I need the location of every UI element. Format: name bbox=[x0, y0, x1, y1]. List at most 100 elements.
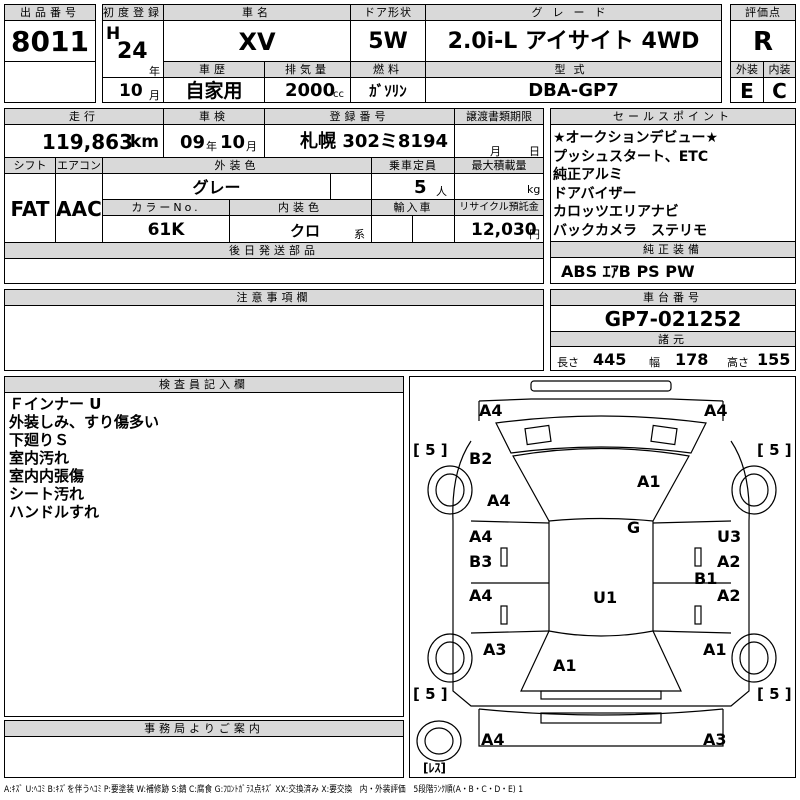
grade: 2.0i-L アイサイト 4WD bbox=[425, 20, 722, 62]
recycle-label: リサイクル預託金 bbox=[454, 199, 544, 216]
recycle-fee: 12,030 bbox=[471, 220, 537, 240]
model-code: DBA-GP7 bbox=[425, 77, 722, 103]
reg-no: 札幌 302ミ8194 bbox=[264, 124, 455, 158]
int-color: クロ bbox=[290, 222, 321, 240]
inspector-note-line: ハンドルすれ bbox=[9, 503, 100, 521]
damage-mark: A1 bbox=[553, 656, 577, 675]
import-left bbox=[371, 215, 413, 243]
chassis-number: GP7-021252 bbox=[550, 305, 796, 332]
notes-label: 注意事項欄 bbox=[4, 289, 544, 306]
mileage-label: 走行 bbox=[4, 108, 164, 125]
damage-mark: B3 bbox=[469, 552, 492, 571]
inspector-note-line: 室内内張傷 bbox=[9, 467, 85, 485]
year-unit: 年 bbox=[149, 65, 160, 78]
sales-point-item: ドアバイザー bbox=[553, 185, 637, 202]
interior-grade: C bbox=[763, 77, 796, 103]
damage-mark: A4 bbox=[487, 491, 511, 510]
inspector-label: 検査員記入欄 bbox=[4, 376, 404, 393]
history: 自家用 bbox=[163, 77, 265, 103]
capacity-unit: 人 bbox=[436, 185, 447, 198]
int-color-unit: 系 bbox=[354, 228, 365, 241]
damage-mark: B2 bbox=[469, 449, 492, 468]
exterior-grade: E bbox=[730, 77, 764, 103]
tire-tread-rl: [ 5 ] bbox=[413, 685, 448, 703]
office-label: 事務局よりご案内 bbox=[4, 720, 404, 737]
max-load-box: kg bbox=[454, 173, 544, 200]
score-label: 評価点 bbox=[730, 4, 796, 21]
max-load-label: 最大積載量 bbox=[454, 157, 544, 174]
damage-mark: G bbox=[627, 518, 640, 537]
int-color-label: 内装色 bbox=[229, 199, 372, 216]
inspector-note-line: Ｆインナー U bbox=[9, 395, 102, 413]
width-label: 幅 bbox=[649, 356, 660, 369]
ext-color-label: 外装色 bbox=[102, 157, 372, 174]
damage-mark: A3 bbox=[483, 640, 507, 659]
inspection-month-unit: 月 bbox=[246, 140, 257, 153]
car-name: XV bbox=[163, 20, 351, 62]
inspector-note-line: 下廻りＳ bbox=[9, 431, 70, 449]
damage-mark: U1 bbox=[593, 588, 617, 607]
lot-label: 出品番号 bbox=[4, 4, 96, 21]
damage-mark: A4 bbox=[481, 730, 505, 749]
model-label: 型式 bbox=[425, 61, 722, 78]
sales-points-label: セールスポイント bbox=[550, 108, 796, 125]
sales-point-item: 純正アルミ bbox=[553, 167, 623, 183]
era: H bbox=[106, 24, 121, 44]
damage-mark: A4 bbox=[704, 401, 728, 420]
ext-color: グレー bbox=[102, 173, 331, 200]
legend-text: A:ｷｽﾞ U:ﾍｺﾐ B:ｷｽﾞを伴うﾍｺﾐ P:要塗装 W:補修跡 S:錆 … bbox=[4, 785, 524, 795]
inspection-label: 車検 bbox=[163, 108, 265, 125]
first-reg-label: 初度登録 bbox=[102, 4, 164, 21]
lot-number: 8011 bbox=[4, 20, 96, 62]
int-color-box: クロ 系 bbox=[229, 215, 372, 243]
first-reg-box: H 24 年 bbox=[102, 20, 164, 78]
shift: FAT bbox=[4, 173, 56, 243]
tire-tread-rr: [ 5 ] bbox=[757, 685, 792, 703]
capacity-box: 5 人 bbox=[371, 173, 455, 200]
sales-point-item: バックカメラ ステリモ bbox=[553, 222, 707, 239]
spec-label: 諸元 bbox=[550, 331, 796, 347]
inspection-month: 10 bbox=[220, 132, 246, 153]
damage-mark: A4 bbox=[469, 527, 493, 546]
damage-mark: A2 bbox=[717, 552, 741, 571]
capacity-label: 乗車定員 bbox=[371, 157, 455, 174]
first-reg-year: 24 bbox=[117, 39, 148, 64]
first-reg-month: 10 bbox=[119, 81, 143, 101]
max-load-unit: kg bbox=[527, 183, 541, 196]
oem-equipment: ABS ｴｱB PS PW bbox=[550, 257, 796, 284]
sales-points-list: ★オークションデビュー★ プッシュスタート、ETC 純正アルミドアバイザーカロッツエ… bbox=[553, 129, 718, 240]
door-type: 5W bbox=[350, 20, 426, 62]
tire-tread-fl: [ 5 ] bbox=[413, 441, 448, 459]
sales-point-item: ★オークションデビュー★ bbox=[553, 130, 719, 146]
color-no: 61K bbox=[102, 215, 230, 243]
chassis-label: 車台番号 bbox=[550, 289, 796, 306]
inspection-year: 09 bbox=[180, 132, 206, 153]
sales-point-item: プッシュスタート、ETC bbox=[553, 148, 709, 165]
tire-tread-fr: [ 5 ] bbox=[757, 441, 792, 459]
width-value: 178 bbox=[675, 350, 709, 369]
damage-mark: A1 bbox=[637, 472, 661, 491]
spec-box: 長さ 445 幅 178 高さ 155 bbox=[550, 346, 796, 371]
transfer-box: 月 日 bbox=[454, 124, 544, 158]
car-name-label: 車名 bbox=[163, 4, 351, 21]
transfer-label: 譲渡書類期限 bbox=[454, 108, 544, 125]
later-parts-box bbox=[4, 258, 544, 284]
damage-mark: A1 bbox=[703, 640, 727, 659]
damage-mark: A4 bbox=[479, 401, 503, 420]
history-label: 車歴 bbox=[163, 61, 265, 78]
length-label: 長さ bbox=[557, 356, 579, 369]
ext-color-blank bbox=[330, 173, 372, 200]
sales-point-item: カロッツエリアナビ bbox=[553, 204, 679, 220]
grade-label: グレード bbox=[425, 4, 722, 21]
fuel-label: 燃料 bbox=[350, 61, 426, 78]
transfer-day-unit: 日 bbox=[529, 145, 540, 158]
inspector-note-line: 室内汚れ bbox=[9, 449, 70, 467]
mileage-box: 119,863 km bbox=[4, 124, 164, 158]
transfer-month-unit: 月 bbox=[490, 145, 501, 158]
displacement-label: 排気量 bbox=[264, 61, 351, 78]
length-value: 445 bbox=[593, 350, 627, 369]
